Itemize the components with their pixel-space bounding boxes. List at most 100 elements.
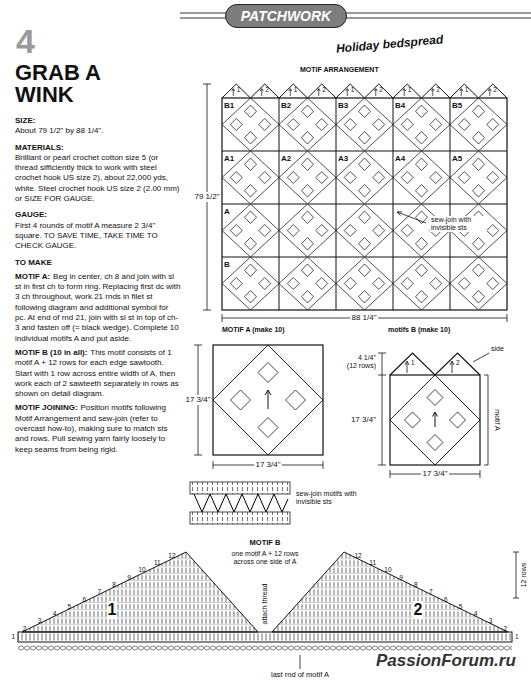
section-heading: MATERIALS: xyxy=(15,143,181,153)
row-number: 6 xyxy=(82,596,86,603)
motif-label: B xyxy=(223,260,231,269)
motif-cell: A2 xyxy=(279,151,336,204)
motif-cell: A xyxy=(222,204,279,257)
motif-label: B4 xyxy=(394,101,406,110)
section-heading: TO MAKE xyxy=(15,258,181,268)
diagram-subtitle: one motif A + 12 rows across one side of… xyxy=(225,550,305,566)
tooth-number: 2 xyxy=(493,86,497,93)
motif-label: A5 xyxy=(451,154,463,163)
motif-cell: B xyxy=(222,257,279,310)
row-number: 9 xyxy=(399,574,403,581)
row-number: 11 xyxy=(369,559,376,566)
section-banner: PATCHWORK xyxy=(225,4,347,28)
tooth-number: 1 xyxy=(351,86,355,93)
motif-label: A xyxy=(223,207,231,216)
diagram-title: MOTIF B xyxy=(250,539,281,548)
diagram-title: MOTIF ARRANGEMENT xyxy=(300,66,379,74)
callout-note: sew-join motifs with invisible sts xyxy=(296,490,362,506)
motif-label: B3 xyxy=(337,101,349,110)
motif-label: A1 xyxy=(223,154,235,163)
motif-cell: B1 xyxy=(222,98,279,151)
body-text: Beg in center, ch 8 and join with sl st … xyxy=(15,272,180,343)
page-title: GRAB A WINK xyxy=(15,62,127,106)
section-heading: SIZE: xyxy=(15,116,181,126)
tooth-number: 2 xyxy=(436,86,440,93)
watermark: PassionForum.ru xyxy=(376,651,516,671)
tooth-number: 1 xyxy=(465,86,469,93)
row-number: 4 xyxy=(474,610,478,617)
run-in-heading: MOTIF A: xyxy=(15,272,50,281)
tooth-number: 1 xyxy=(411,359,415,366)
dimension: 12 rows xyxy=(520,563,528,588)
motif-cell: A4 xyxy=(393,151,450,204)
section-heading: GAUGE: xyxy=(15,210,181,220)
row-number: 5 xyxy=(459,603,463,610)
motif-a-diagram xyxy=(194,345,323,469)
row-number: 7 xyxy=(429,588,433,595)
motif-label: B1 xyxy=(223,101,235,110)
paragraph: MOTIF JOINING:Position motifs following … xyxy=(15,403,181,454)
run-in-heading: MOTIF JOINING: xyxy=(15,403,78,412)
dimension: 17 3/4" xyxy=(421,469,448,478)
tooth-number: 2 xyxy=(379,86,383,93)
row-number: 12 xyxy=(354,552,361,559)
motif-label: A2 xyxy=(280,154,292,163)
callout-label: attach thread xyxy=(261,584,269,625)
row-number: 8 xyxy=(112,581,116,588)
motif-cell: B4 xyxy=(393,98,450,151)
dimension: 88 1/4" xyxy=(350,313,377,322)
banner-text: PATCHWORK xyxy=(226,6,346,26)
dimension: 17 3/4" xyxy=(351,415,376,424)
row-number: 1 xyxy=(11,633,15,640)
row-number: 2 xyxy=(23,625,27,632)
motif-cell: A5 xyxy=(450,151,507,204)
sew-join-illustration xyxy=(190,482,290,524)
paragraph: MOTIF A:Beg in center, ch 8 and join wit… xyxy=(15,272,181,344)
diagram-title: MOTIF A (make 10) xyxy=(222,326,285,334)
dimension: 17 3/4" xyxy=(254,460,281,469)
motif-arrangement-grid xyxy=(203,84,507,322)
motif-label: A3 xyxy=(337,154,349,163)
motif-cell: B3 xyxy=(336,98,393,151)
dimension: 79 1/2" xyxy=(193,192,220,201)
row-number: 11 xyxy=(154,559,161,566)
row-number: 4 xyxy=(53,610,57,617)
tooth-number: 1 xyxy=(294,86,298,93)
row-number: 2 xyxy=(504,625,508,632)
row-number: 3 xyxy=(38,617,42,624)
motif-cell: B5 xyxy=(450,98,507,151)
body-text: About 79 1/2" by 88 1/4". xyxy=(15,126,181,136)
motif-cell: A1 xyxy=(222,151,279,204)
callout-note: sew-join with invisible sts xyxy=(430,216,487,232)
tooth-number: 2 xyxy=(265,86,269,93)
motif-cell: A3 xyxy=(336,151,393,204)
body-text: First 4 rounds of motif A measure 2 3/4"… xyxy=(15,221,181,252)
tooth-number: 2 xyxy=(322,86,326,93)
tooth-number: 2 xyxy=(413,601,424,619)
motif-label: B2 xyxy=(280,101,292,110)
row-number: 1 xyxy=(515,633,519,640)
tooth-number: 1 xyxy=(237,86,241,93)
motif-label: B5 xyxy=(451,101,463,110)
dimension: 4 1/4" (12 rows) xyxy=(346,354,376,370)
row-number: 7 xyxy=(97,588,101,595)
tooth-number: 1 xyxy=(107,601,118,619)
row-number: 9 xyxy=(127,574,131,581)
tooth-number: 1 xyxy=(408,86,412,93)
paragraph: MOTIF B (10 in all):This motif consists … xyxy=(15,348,181,399)
subtitle: Holiday bedspread xyxy=(336,33,444,56)
run-in-heading: MOTIF B (10 in all): xyxy=(15,348,87,357)
motif-cell: B2 xyxy=(279,98,336,151)
callout-label: motif A xyxy=(493,409,501,430)
tooth-number: 2 xyxy=(456,359,460,366)
row-number: 3 xyxy=(489,617,493,624)
row-number: 10 xyxy=(384,566,391,573)
section-number: 4 xyxy=(16,22,35,61)
motif-label: A4 xyxy=(394,154,406,163)
diagram-title: motifs B (make 10) xyxy=(388,326,450,334)
row-number: 5 xyxy=(68,603,72,610)
callout-label: last rnd of motif A xyxy=(271,671,329,680)
callout-label: side xyxy=(491,345,504,353)
text-column: SIZE:About 79 1/2" by 88 1/4". MATERIALS:… xyxy=(15,116,181,455)
